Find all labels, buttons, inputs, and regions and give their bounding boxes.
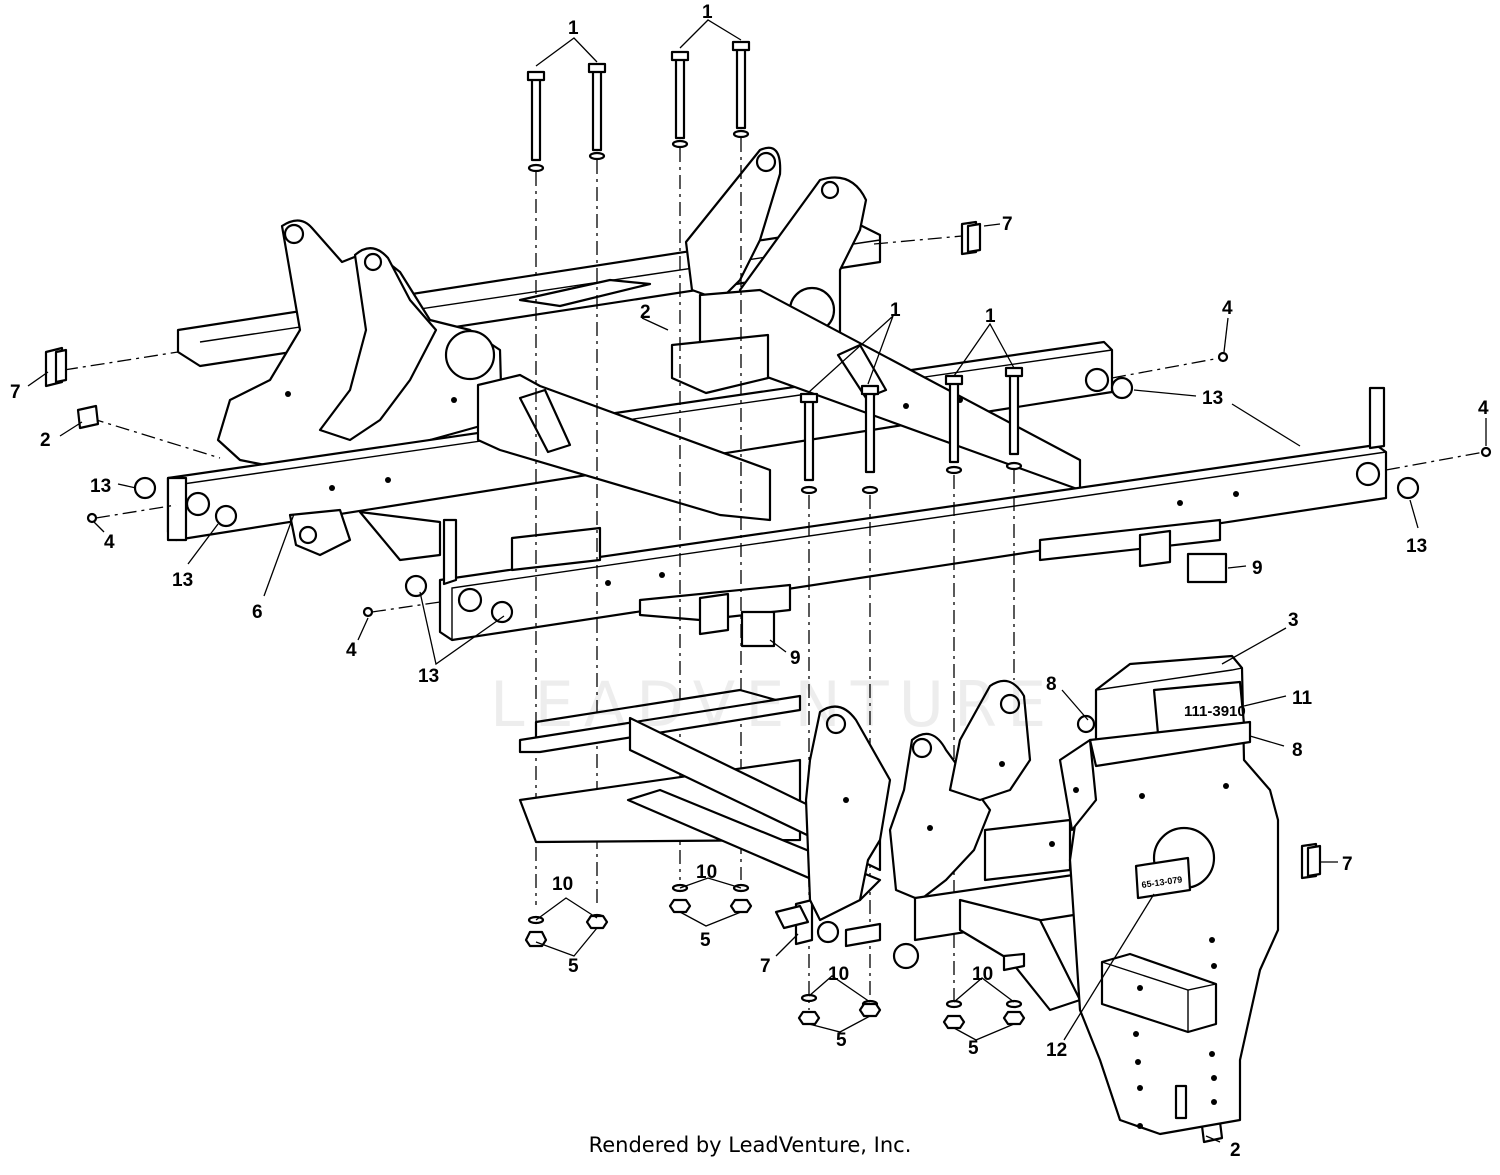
callout-13: 13	[90, 476, 111, 497]
callout-13: 13	[418, 666, 439, 687]
callout-7: 7	[1342, 854, 1353, 875]
callout-13: 13	[172, 570, 193, 591]
callout-4: 4	[104, 532, 115, 553]
callout-5: 5	[700, 930, 711, 951]
callout-7: 7	[1002, 214, 1013, 235]
callout-5: 5	[836, 1030, 847, 1051]
assembly-centerlines	[63, 138, 1485, 1010]
callout-1: 1	[890, 300, 901, 321]
bolt-set	[526, 40, 1024, 495]
callout-4: 4	[1478, 398, 1489, 419]
callout-2: 2	[640, 302, 651, 323]
callout-3: 3	[1288, 610, 1299, 631]
callout-9: 9	[1252, 558, 1263, 579]
lower-mount-assembly	[518, 654, 1280, 1136]
callout-6: 6	[252, 602, 263, 623]
loose-hardware	[44, 220, 1492, 1144]
callout-5: 5	[568, 956, 579, 977]
callout-10: 10	[696, 862, 717, 883]
callout-1: 1	[702, 2, 713, 23]
callout-13: 13	[1202, 388, 1223, 409]
callout-7: 7	[10, 382, 21, 403]
callout-5: 5	[968, 1038, 979, 1059]
callout-10: 10	[552, 874, 573, 895]
callout-4: 4	[1222, 298, 1233, 319]
callout-9: 9	[790, 648, 801, 669]
footer-credit: Rendered by LeadVenture, Inc.	[588, 1133, 912, 1157]
callout-8: 8	[1046, 674, 1057, 695]
callout-1: 1	[568, 18, 579, 39]
callout-2: 2	[1230, 1140, 1241, 1161]
callout-12: 12	[1046, 1040, 1067, 1061]
callout-leaders	[27, 19, 1487, 1143]
callout-7: 7	[760, 956, 771, 977]
callout-11: 11	[1292, 688, 1313, 709]
callout-8: 8	[1292, 740, 1303, 761]
callout-2: 2	[40, 430, 51, 451]
callout-4: 4	[346, 640, 357, 661]
decal-111-3910: 111-3910	[1184, 703, 1246, 720]
callout-13: 13	[1406, 536, 1427, 557]
callout-10: 10	[972, 964, 993, 985]
callout-10: 10	[828, 964, 849, 985]
callout-1: 1	[985, 306, 996, 327]
watermark: LEADVENTURE	[490, 668, 1057, 741]
callout-labels: 1 1 1 1 7 7 7 7 2 2 2 4 4 4 4 13 13 13 1…	[10, 2, 1489, 1161]
